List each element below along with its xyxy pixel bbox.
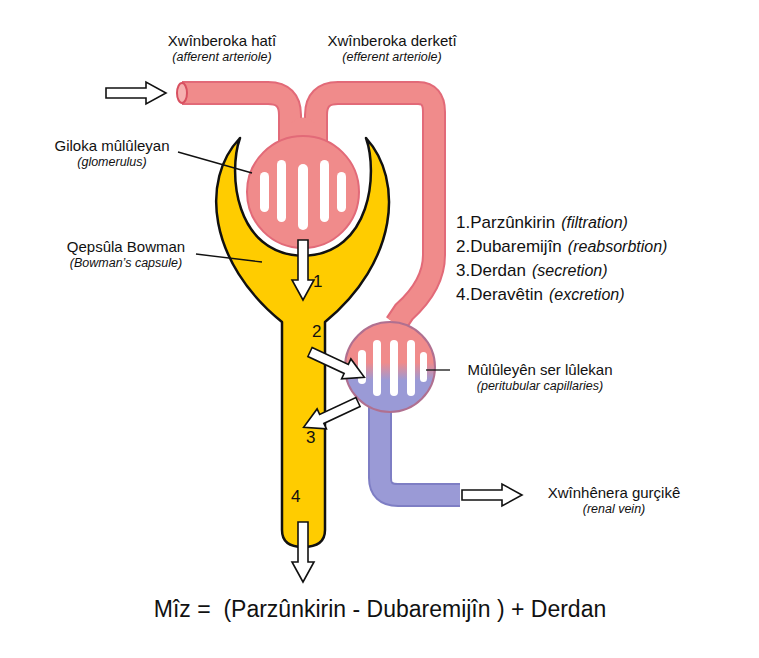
reabsorption-arrow — [305, 342, 369, 387]
label-group: Giloka mûlûleyan(glomerulus) — [54, 137, 169, 170]
label-group: 1.Parzûnkirin (filtration) — [456, 213, 628, 233]
formula-caption: Mîz = (Parzûnkirin - Dubaremijîn ) + Der… — [154, 596, 607, 623]
label-group: 2.Dubaremijîn (reabsorbtion) — [456, 237, 667, 257]
arteriole-opening — [177, 83, 187, 103]
process-step-english: (reabsorbtion) — [568, 237, 668, 256]
process-step: 2.Dubaremijîn — [456, 237, 562, 257]
leader-line — [178, 152, 252, 173]
inflow-arrow — [106, 82, 166, 104]
label-group: 4.Deravêtin (excretion) — [456, 285, 625, 305]
callout-number: 2 — [312, 322, 321, 342]
part-name: Mûlûleyên ser lûlekan — [467, 361, 612, 379]
part-name-english: (glomerulus) — [77, 155, 146, 170]
excretion-arrow — [292, 522, 314, 582]
callout-number: 4 — [291, 487, 300, 507]
label-group: Mûlûleyên ser lûlekan(peritubular capill… — [467, 361, 612, 394]
label-group: Xwînberoka hatî(afferent arteriole) — [168, 32, 276, 65]
part-name: Xwînberoka hatî — [168, 32, 276, 50]
label-group: 1 — [313, 272, 322, 292]
arterioles — [182, 93, 460, 495]
label-group: 2 — [312, 322, 321, 342]
label-group: Xwînberoka derketî(efferent arteriole) — [327, 32, 456, 65]
outflow-arrow — [462, 484, 522, 506]
part-name: Qepsûla Bowman — [67, 238, 185, 256]
process-step: 1.Parzûnkirin — [456, 213, 555, 233]
part-name-english: (efferent arteriole) — [342, 50, 441, 65]
filtration-arrow — [292, 240, 314, 300]
leader-line — [426, 369, 450, 370]
part-name: Giloka mûlûleyan — [54, 137, 169, 155]
label-group: Qepsûla Bowman(Bowman’s capsule) — [67, 238, 185, 271]
part-name-english: (peritubular capillaries) — [477, 379, 603, 394]
label-group: Xwînhênera gurçikê(renal vein) — [548, 484, 681, 517]
glomerulus — [247, 136, 359, 248]
part-name-english: (afferent arteriole) — [172, 50, 271, 65]
process-step: 4.Deravêtin — [456, 285, 543, 305]
part-name-english: (Bowman’s capsule) — [70, 256, 182, 271]
part-name-english: (renal vein) — [583, 502, 646, 517]
process-step-english: (secretion) — [532, 261, 608, 280]
part-name: Xwînberoka derketî — [327, 32, 456, 50]
process-step: 3.Derdan — [456, 261, 526, 281]
leader-line — [196, 254, 262, 262]
label-group: 3.Derdan (secretion) — [456, 261, 608, 281]
label-group: 3 — [306, 428, 315, 448]
callout-number: 1 — [313, 272, 322, 292]
part-name: Xwînhênera gurçikê — [548, 484, 681, 502]
callout-number: 3 — [306, 428, 315, 448]
process-step-english: (filtration) — [561, 213, 628, 232]
process-step-english: (excretion) — [549, 285, 625, 304]
label-group: 4 — [291, 487, 300, 507]
peritubular-capillaries — [345, 322, 435, 412]
